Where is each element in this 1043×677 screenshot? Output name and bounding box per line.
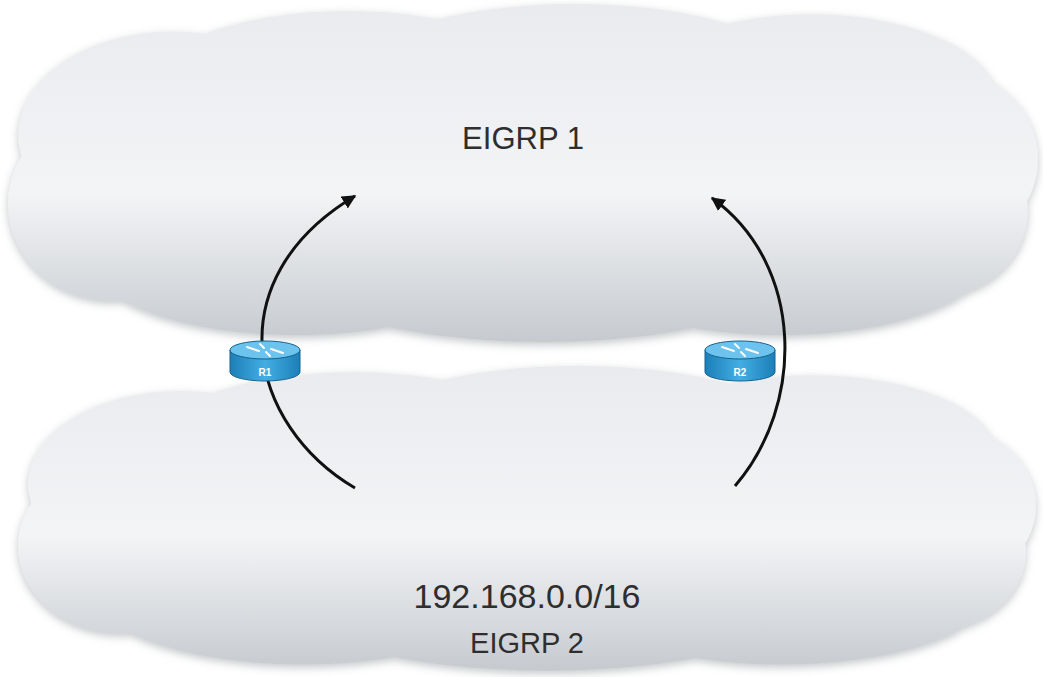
router-name: R1 [259, 367, 272, 378]
domain-name: EIGRP 1 [462, 122, 584, 156]
cloud-region: EIGRP 1 [8, 4, 1038, 349]
cloud-region: 192.168.0.0/16EIGRP 2 [18, 366, 1036, 677]
router-name: R2 [734, 367, 747, 378]
router-icon: R1 [228, 338, 302, 382]
cloud-shape [8, 4, 1038, 349]
route-arrow [262, 196, 355, 488]
route-arrow [712, 198, 785, 486]
router-icon: R2 [703, 338, 777, 382]
domain-name: EIGRP 2 [470, 628, 584, 660]
network-prefix: 192.168.0.0/16 [414, 578, 641, 615]
